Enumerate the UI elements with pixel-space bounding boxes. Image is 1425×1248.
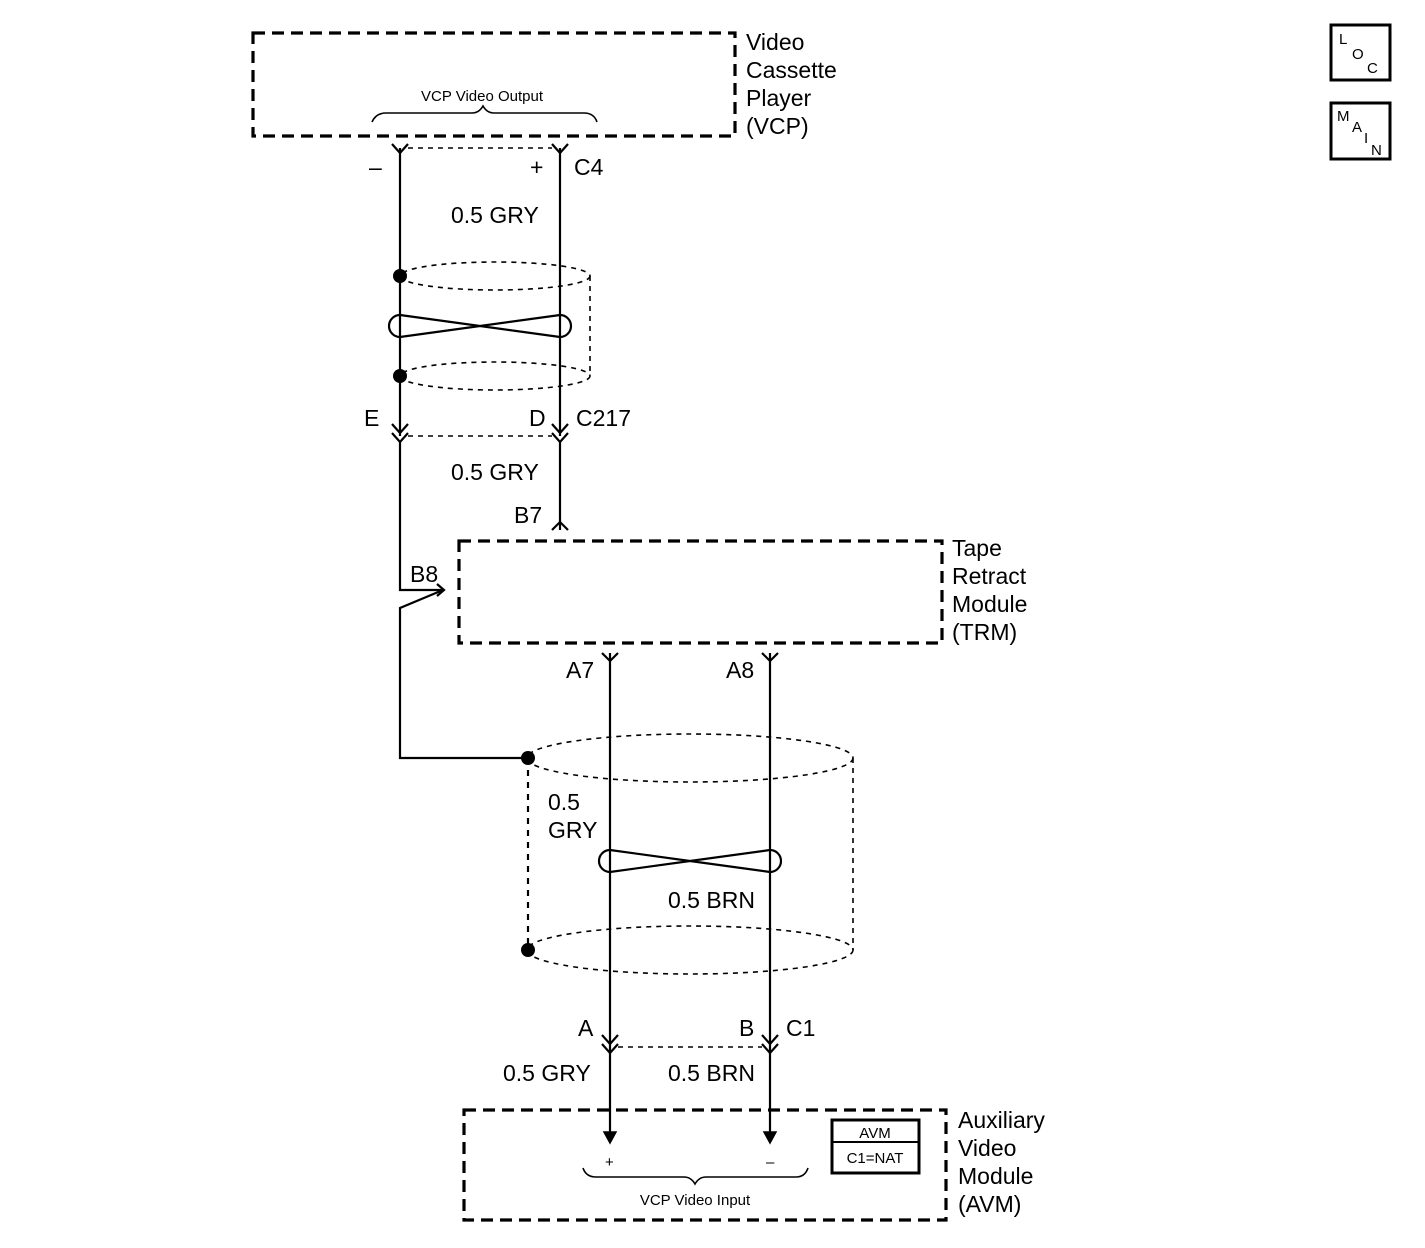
wire-e-to-b8[interactable] (398, 442, 443, 592)
upper-shield-top (399, 261, 591, 291)
c4-pin-minus: – (369, 154, 382, 180)
trm-name-line-2: Retract (952, 563, 1027, 589)
main-badge-frame[interactable] (1329, 101, 1392, 161)
avm-name-line-4: (AVM) (958, 1191, 1021, 1217)
connector-c1: A B C1 (578, 1015, 815, 1055)
vcp-component[interactable]: Video Cassette Player (VCP) VCP Video Ou… (251, 29, 837, 139)
c1-pin-b: B (739, 1015, 754, 1041)
lower-shield (521, 733, 854, 975)
upper-shield-drain-top (393, 269, 407, 283)
c1-terminals (601, 1034, 779, 1055)
shield-brn-label: 0.5 BRN (668, 887, 755, 913)
vcp-name-line-3: Player (746, 85, 812, 111)
c217-pin-d: D (529, 405, 546, 431)
b7-terminal (551, 520, 569, 531)
avm-component[interactable]: Auxiliary Video Module (AVM) + – VCP Vid… (462, 1107, 1045, 1222)
lower-shield-drain-bottom (521, 943, 535, 957)
main-badge-letter-a: A (1352, 119, 1362, 136)
trm-pin-b8: B8 (410, 561, 438, 587)
avm-pin-minus: – (766, 1154, 775, 1171)
connector-c217: E D C217 (364, 405, 631, 444)
loc-badge-frame[interactable] (1329, 23, 1392, 82)
vcp-name-line-2: Cassette (746, 57, 837, 83)
main-badge-letter-n: N (1371, 142, 1382, 159)
avm-input-label: VCP Video Input (640, 1192, 751, 1209)
wire-lower-gry-label: 0.5 GRY (503, 1060, 591, 1086)
avm-pin-plus: + (605, 1154, 614, 1171)
vcp-output-brace (371, 104, 598, 123)
loc-badge-letter-c: C (1367, 60, 1378, 77)
shield-gry-label-line-1: 0.5 (548, 789, 580, 815)
trm-pin-b7: B7 (514, 502, 542, 528)
avm-name-line-3: Module (958, 1163, 1033, 1189)
trm-component[interactable]: Tape Retract Module (TRM) (457, 535, 1027, 645)
vcp-output-label: VCP Video Output (421, 88, 544, 105)
avm-plus-arrow (602, 1131, 618, 1145)
vcp-name-line-4: (VCP) (746, 113, 809, 139)
wire-lower-brn-label: 0.5 BRN (668, 1060, 755, 1086)
c217-connector-label: C217 (576, 405, 631, 431)
vcp-box[interactable] (251, 31, 737, 138)
avm-legend-value: C1=NAT (847, 1150, 904, 1167)
main-badge-letter-i: I (1364, 130, 1368, 147)
wire-upper-gry-label: 0.5 GRY (451, 202, 539, 228)
wire-b8-to-shield-drain[interactable] (398, 588, 528, 760)
connector-c4: – + C4 (369, 143, 604, 180)
lower-shield-drain-top (521, 751, 535, 765)
trm-name-line-4: (TRM) (952, 619, 1017, 645)
trm-box[interactable] (457, 539, 944, 645)
upper-shield-bottom (399, 361, 591, 391)
lower-shield-bottom (526, 925, 854, 975)
trm-name-line-1: Tape (952, 535, 1002, 561)
loc-badge[interactable]: L O C (1329, 23, 1392, 82)
c217-pin-e: E (364, 405, 379, 431)
loc-badge-letter-o: O (1352, 46, 1364, 63)
avm-minus-arrow (762, 1131, 778, 1145)
main-badge[interactable]: M A I N (1329, 101, 1392, 161)
upper-shield (387, 261, 591, 391)
trm-pin-a8: A8 (726, 657, 754, 683)
c1-connector-label: C1 (786, 1015, 815, 1041)
avm-name-line-1: Auxiliary (958, 1107, 1045, 1133)
vcp-name-line-1: Video (746, 29, 804, 55)
avm-legend-title: AVM (859, 1125, 890, 1142)
avm-legend-frame (830, 1118, 921, 1175)
loc-badge-letter-l: L (1339, 31, 1347, 48)
main-badge-letter-m: M (1337, 108, 1350, 125)
avm-name-line-2: Video (958, 1135, 1016, 1161)
shield-gry-label-line-2: GRY (548, 817, 597, 843)
trm-pin-a7: A7 (566, 657, 594, 683)
b8-terminal (436, 583, 446, 597)
avm-legend: AVM C1=NAT (830, 1118, 921, 1175)
c4-pin-plus: + (530, 154, 543, 180)
avm-input-brace (582, 1167, 809, 1186)
c1-pin-a: A (578, 1015, 594, 1041)
upper-twist-symbol (387, 313, 573, 339)
c4-connector-label: C4 (574, 154, 604, 180)
lower-twist-symbol (597, 848, 783, 874)
upper-shield-drain-bottom (393, 369, 407, 383)
wire-mid-gry-label: 0.5 GRY (451, 459, 539, 485)
avm-box[interactable] (462, 1108, 948, 1222)
trm-name-line-3: Module (952, 591, 1027, 617)
lower-shield-top (526, 733, 854, 783)
